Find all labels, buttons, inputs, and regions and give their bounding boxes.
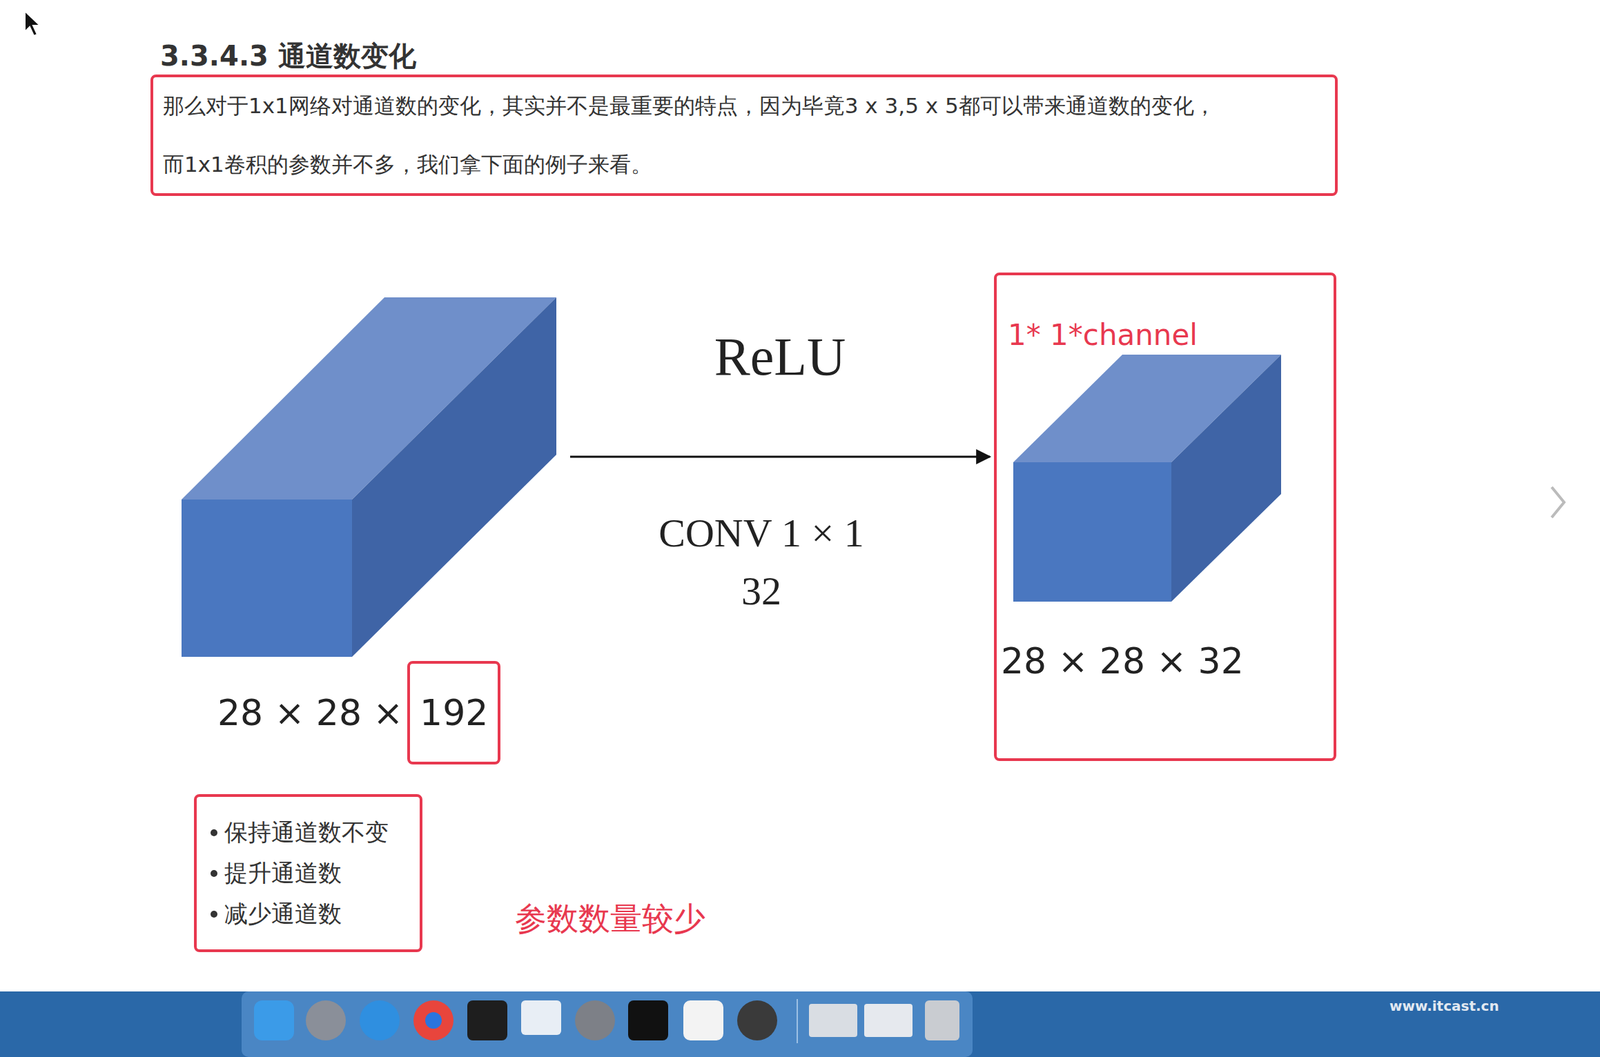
mouse-cursor bbox=[24, 11, 41, 36]
cube-front bbox=[1013, 462, 1172, 602]
dimension-text: 192 bbox=[419, 691, 489, 735]
flow-arrow bbox=[570, 456, 990, 459]
bullet-item: 保持通道数不变 bbox=[224, 812, 405, 854]
dock-icon bbox=[521, 1000, 562, 1036]
dock-icon bbox=[574, 1000, 616, 1041]
desktop-band bbox=[0, 991, 1600, 1057]
dock-icon bbox=[359, 1000, 400, 1041]
dock-icon bbox=[683, 1000, 724, 1041]
dock-icon bbox=[808, 1004, 858, 1038]
annotation-text: 1* 1*channel bbox=[1007, 318, 1198, 353]
tensor-block: 28 × 28 × 192 bbox=[172, 289, 567, 767]
layer-label: CONV 1 × 1 bbox=[658, 509, 865, 558]
activation-label: ReLU bbox=[710, 324, 851, 390]
highlight-box: 那么对于1x1网络对通道数的变化，其实并不是最重要的特点，因为毕竟3 x 3,5… bbox=[150, 74, 1338, 197]
dock-icon bbox=[425, 1012, 442, 1030]
dock-icon bbox=[628, 1000, 669, 1041]
paragraph-text: 而1x1卷积的参数并不多，我们拿下面的例子来看。 bbox=[162, 144, 1326, 185]
annotation-note: 参数数量较少 bbox=[514, 900, 706, 939]
dock-divider bbox=[796, 999, 798, 1044]
bullet-list-box: 保持通道数不变提升通道数减少通道数 bbox=[193, 794, 423, 953]
bullet-item: 减少通道数 bbox=[224, 893, 405, 935]
dock-icon bbox=[413, 1000, 454, 1041]
dock-panel bbox=[241, 991, 973, 1057]
paragraph-text: 那么对于1x1网络对通道数的变化，其实并不是最重要的特点，因为毕竟3 x 3,5… bbox=[162, 85, 1326, 127]
dock-icon bbox=[864, 1004, 913, 1038]
cube-front bbox=[181, 499, 353, 658]
annotation-text: 28 × 28 × 32 bbox=[1000, 639, 1244, 683]
highlight-box: 192 bbox=[407, 661, 501, 765]
section-heading: 3.3.4.3 通道数变化 bbox=[160, 37, 417, 76]
dock-icon bbox=[254, 1000, 295, 1041]
dock-icon bbox=[737, 1000, 778, 1041]
watermark: www.itcast.cn bbox=[1389, 998, 1500, 1015]
dimension-text: 28 × 28 × bbox=[217, 691, 404, 735]
dock-icon bbox=[924, 1000, 960, 1041]
dock-icon bbox=[305, 1000, 346, 1041]
next-chevron bbox=[1551, 487, 1565, 518]
highlight-box: 1* 1*channel 28 × 28 × 32 bbox=[993, 272, 1337, 762]
bullet-item: 提升通道数 bbox=[224, 853, 405, 894]
cube-side bbox=[352, 297, 557, 658]
filter-count: 32 bbox=[741, 567, 782, 616]
cube-side bbox=[1171, 354, 1282, 602]
dock-icon bbox=[467, 1000, 508, 1041]
